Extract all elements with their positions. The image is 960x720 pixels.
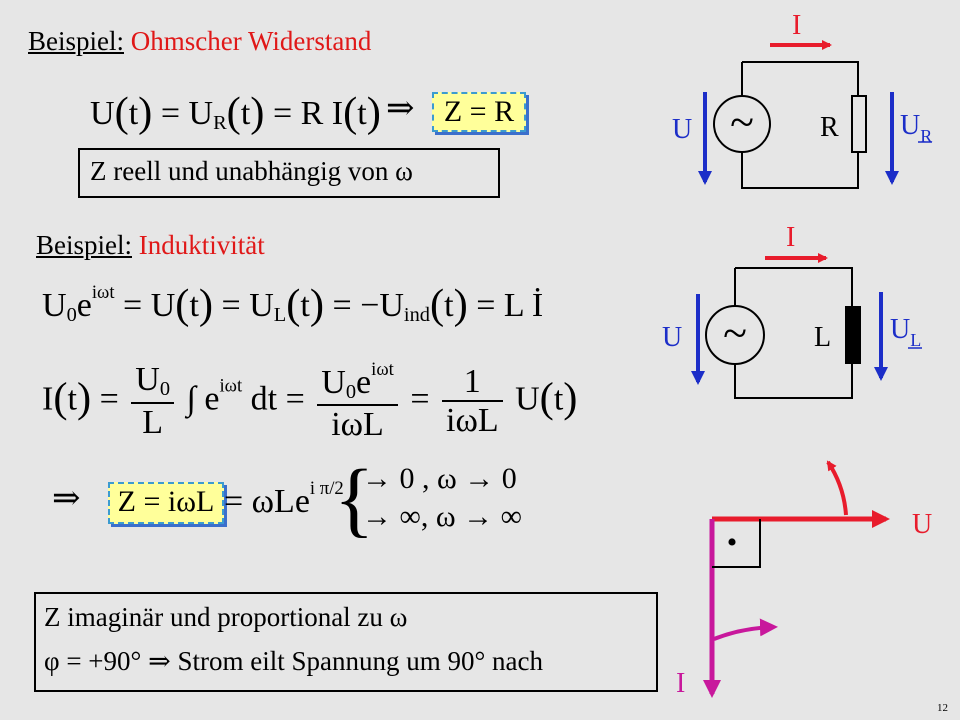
equation-resistor: U(t) = UR(t) = R I(t)	[90, 89, 381, 136]
current-label: I	[786, 222, 795, 253]
inductor-label: L	[814, 322, 831, 353]
equation-inductor-impedance: = ωLei π/2	[224, 478, 344, 520]
implies-symbol-2: ⇒	[52, 480, 81, 517]
voltage-drop-label: UL	[890, 314, 921, 350]
voltage-label: U	[672, 114, 692, 145]
right-angle-dot: •	[727, 526, 738, 559]
heading-topic: Ohmscher Widerstand	[130, 26, 372, 56]
inductor-icon	[845, 306, 861, 364]
note-text-inductor-1: Z imaginär und proportional zu ω	[44, 602, 408, 632]
note-text-inductor-2: φ = +90° ⇒ Strom eilt Spannung um 90° na…	[44, 646, 543, 676]
wire	[741, 61, 859, 189]
note-box-inductor: Z imaginär und proportional zu ω φ = +90…	[34, 592, 658, 692]
voltage-drop-label: UR	[900, 110, 932, 146]
impedance-result-resistor: Z = R	[432, 92, 526, 132]
note-box-resistor: Z reell und unabhängig von ω	[78, 148, 500, 198]
ac-source-icon	[713, 95, 771, 153]
current-rotation-arrow	[713, 618, 778, 641]
phasor-diagram: U I •	[676, 460, 932, 699]
voltage-rotation-arrow	[826, 460, 848, 516]
heading-prefix: Beispiel:	[36, 230, 132, 260]
note-text-resistor: Z reell und unabhängig von ω	[90, 156, 413, 186]
resistor-label: R	[820, 112, 839, 143]
ac-source-symbol: ~	[723, 309, 747, 358]
heading-topic: Induktivität	[138, 230, 265, 260]
heading-inductor: Beispiel: Induktivität	[36, 230, 265, 261]
equation-inductor-voltage: U0eiωt = U(t) = UL(t) = −Uind(t) = L İ	[42, 281, 544, 328]
page-number: 12	[937, 702, 948, 714]
wire	[734, 267, 853, 399]
resistor-icon	[851, 95, 867, 153]
current-phasor-label: I	[676, 668, 685, 699]
case-line-2: → ∞, ω → ∞	[362, 500, 523, 533]
voltage-label: U	[662, 322, 682, 353]
ac-source-symbol: ~	[730, 98, 754, 147]
current-label: I	[792, 10, 801, 41]
ac-source-icon	[705, 305, 765, 365]
implies-symbol: ⇒	[386, 90, 415, 127]
case-line-1: → 0 , ω → 0	[362, 462, 517, 495]
heading-prefix: Beispiel:	[28, 26, 124, 56]
right-angle-marker	[712, 519, 761, 568]
circuit-resistor: ~ R I U UR	[672, 10, 932, 189]
case-brace: {	[334, 453, 375, 546]
voltage-phasor-label: U	[912, 509, 932, 540]
circuit-inductor: ~ L I U UL	[662, 222, 922, 399]
heading-resistor: Beispiel: Ohmscher Widerstand	[28, 26, 371, 57]
impedance-result-inductor: Z = iωL	[108, 482, 224, 524]
